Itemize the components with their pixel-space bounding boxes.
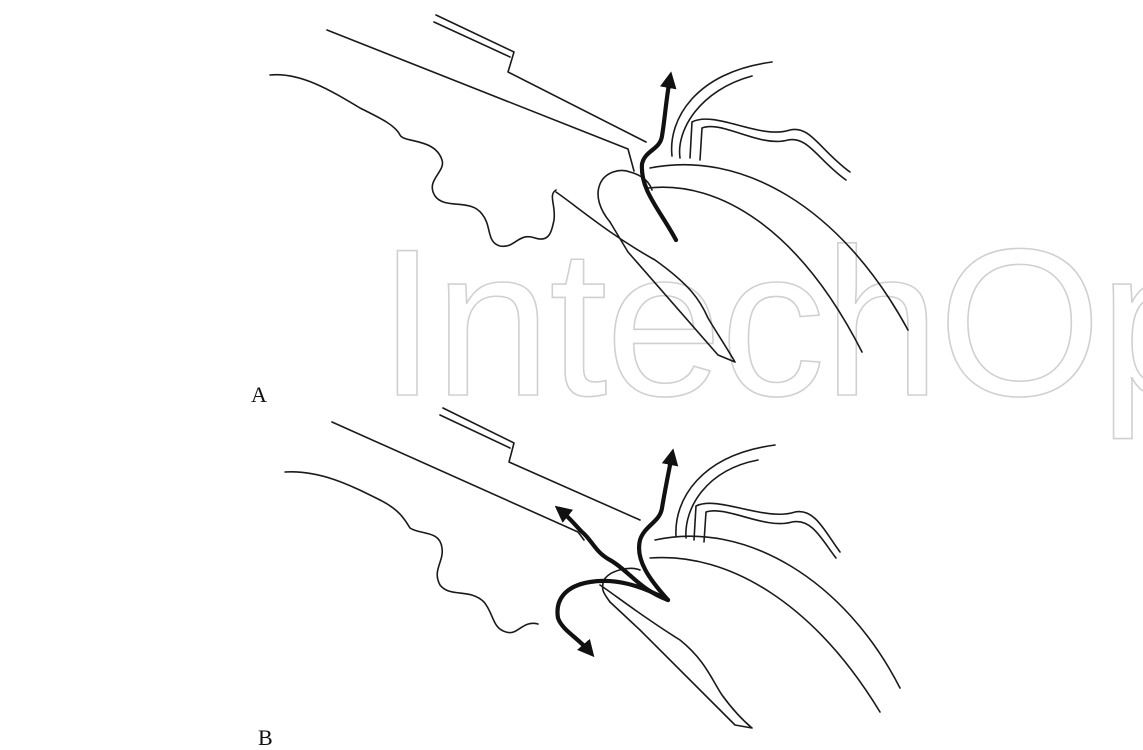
collector-channel-inner xyxy=(700,127,846,180)
outer-layer-step xyxy=(436,15,646,142)
aqueous-outflow-arrow-up xyxy=(639,455,672,600)
sclera-outer-curve-b xyxy=(655,536,900,688)
panel-label-b: B xyxy=(258,727,273,749)
panel-b-diagram xyxy=(285,408,900,728)
episcleral-vessel-outer-b xyxy=(676,445,775,536)
iris-profile-b xyxy=(285,472,538,633)
sclera-inner-curve-b xyxy=(650,558,880,712)
ciliary-process-b xyxy=(600,585,752,728)
outer-layer-step-inner xyxy=(434,22,510,57)
corneal-outer-surface xyxy=(327,30,634,171)
collector-channel-inner-b xyxy=(704,511,836,558)
episcleral-vessel-outer xyxy=(672,62,772,156)
episcleral-vessel-inner-b xyxy=(686,460,758,538)
panel-label-a: A xyxy=(251,384,267,406)
